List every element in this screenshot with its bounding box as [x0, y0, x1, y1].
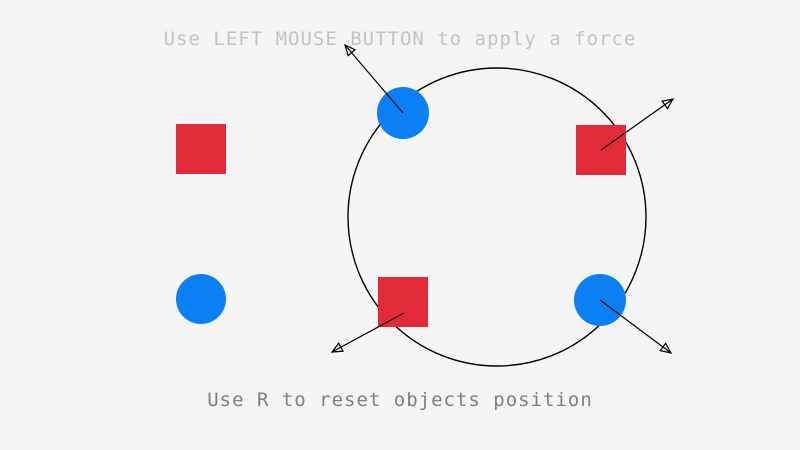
force-vectors-layer — [330, 43, 675, 354]
body-square-ring-bottom[interactable] — [378, 277, 428, 327]
hint-left-mouse-button: Use LEFT MOUSE BUTTON to apply a force — [163, 28, 637, 50]
force-arrow-square-ring-bottom — [330, 312, 405, 353]
force-arrow-circle-ring-bottom-right — [599, 299, 673, 354]
force-arrow-circle-ring-bottom-right-shaft — [599, 299, 672, 354]
force-arrow-square-ring-bottom-shaft — [331, 312, 405, 353]
constraint-ring — [347, 67, 647, 367]
body-square-free-top-left[interactable] — [176, 124, 226, 174]
body-circle-free-bottom-left[interactable] — [176, 274, 226, 324]
force-arrow-square-ring-right-shaft — [600, 98, 674, 151]
bodies-layer[interactable] — [176, 87, 626, 327]
force-arrow-square-ring-right-head — [661, 98, 675, 110]
force-arrow-square-ring-right — [600, 98, 675, 151]
force-arrow-circle-ring-top-head — [344, 43, 357, 57]
force-arrow-circle-ring-bottom-right-head — [659, 342, 673, 354]
force-arrow-square-ring-bottom-head — [330, 342, 344, 353]
ring-layer — [347, 67, 647, 367]
force-arrow-circle-ring-top — [344, 43, 404, 114]
force-arrow-circle-ring-top-shaft — [344, 44, 404, 114]
hint-reset-key: Use R to reset objects position — [207, 389, 593, 411]
